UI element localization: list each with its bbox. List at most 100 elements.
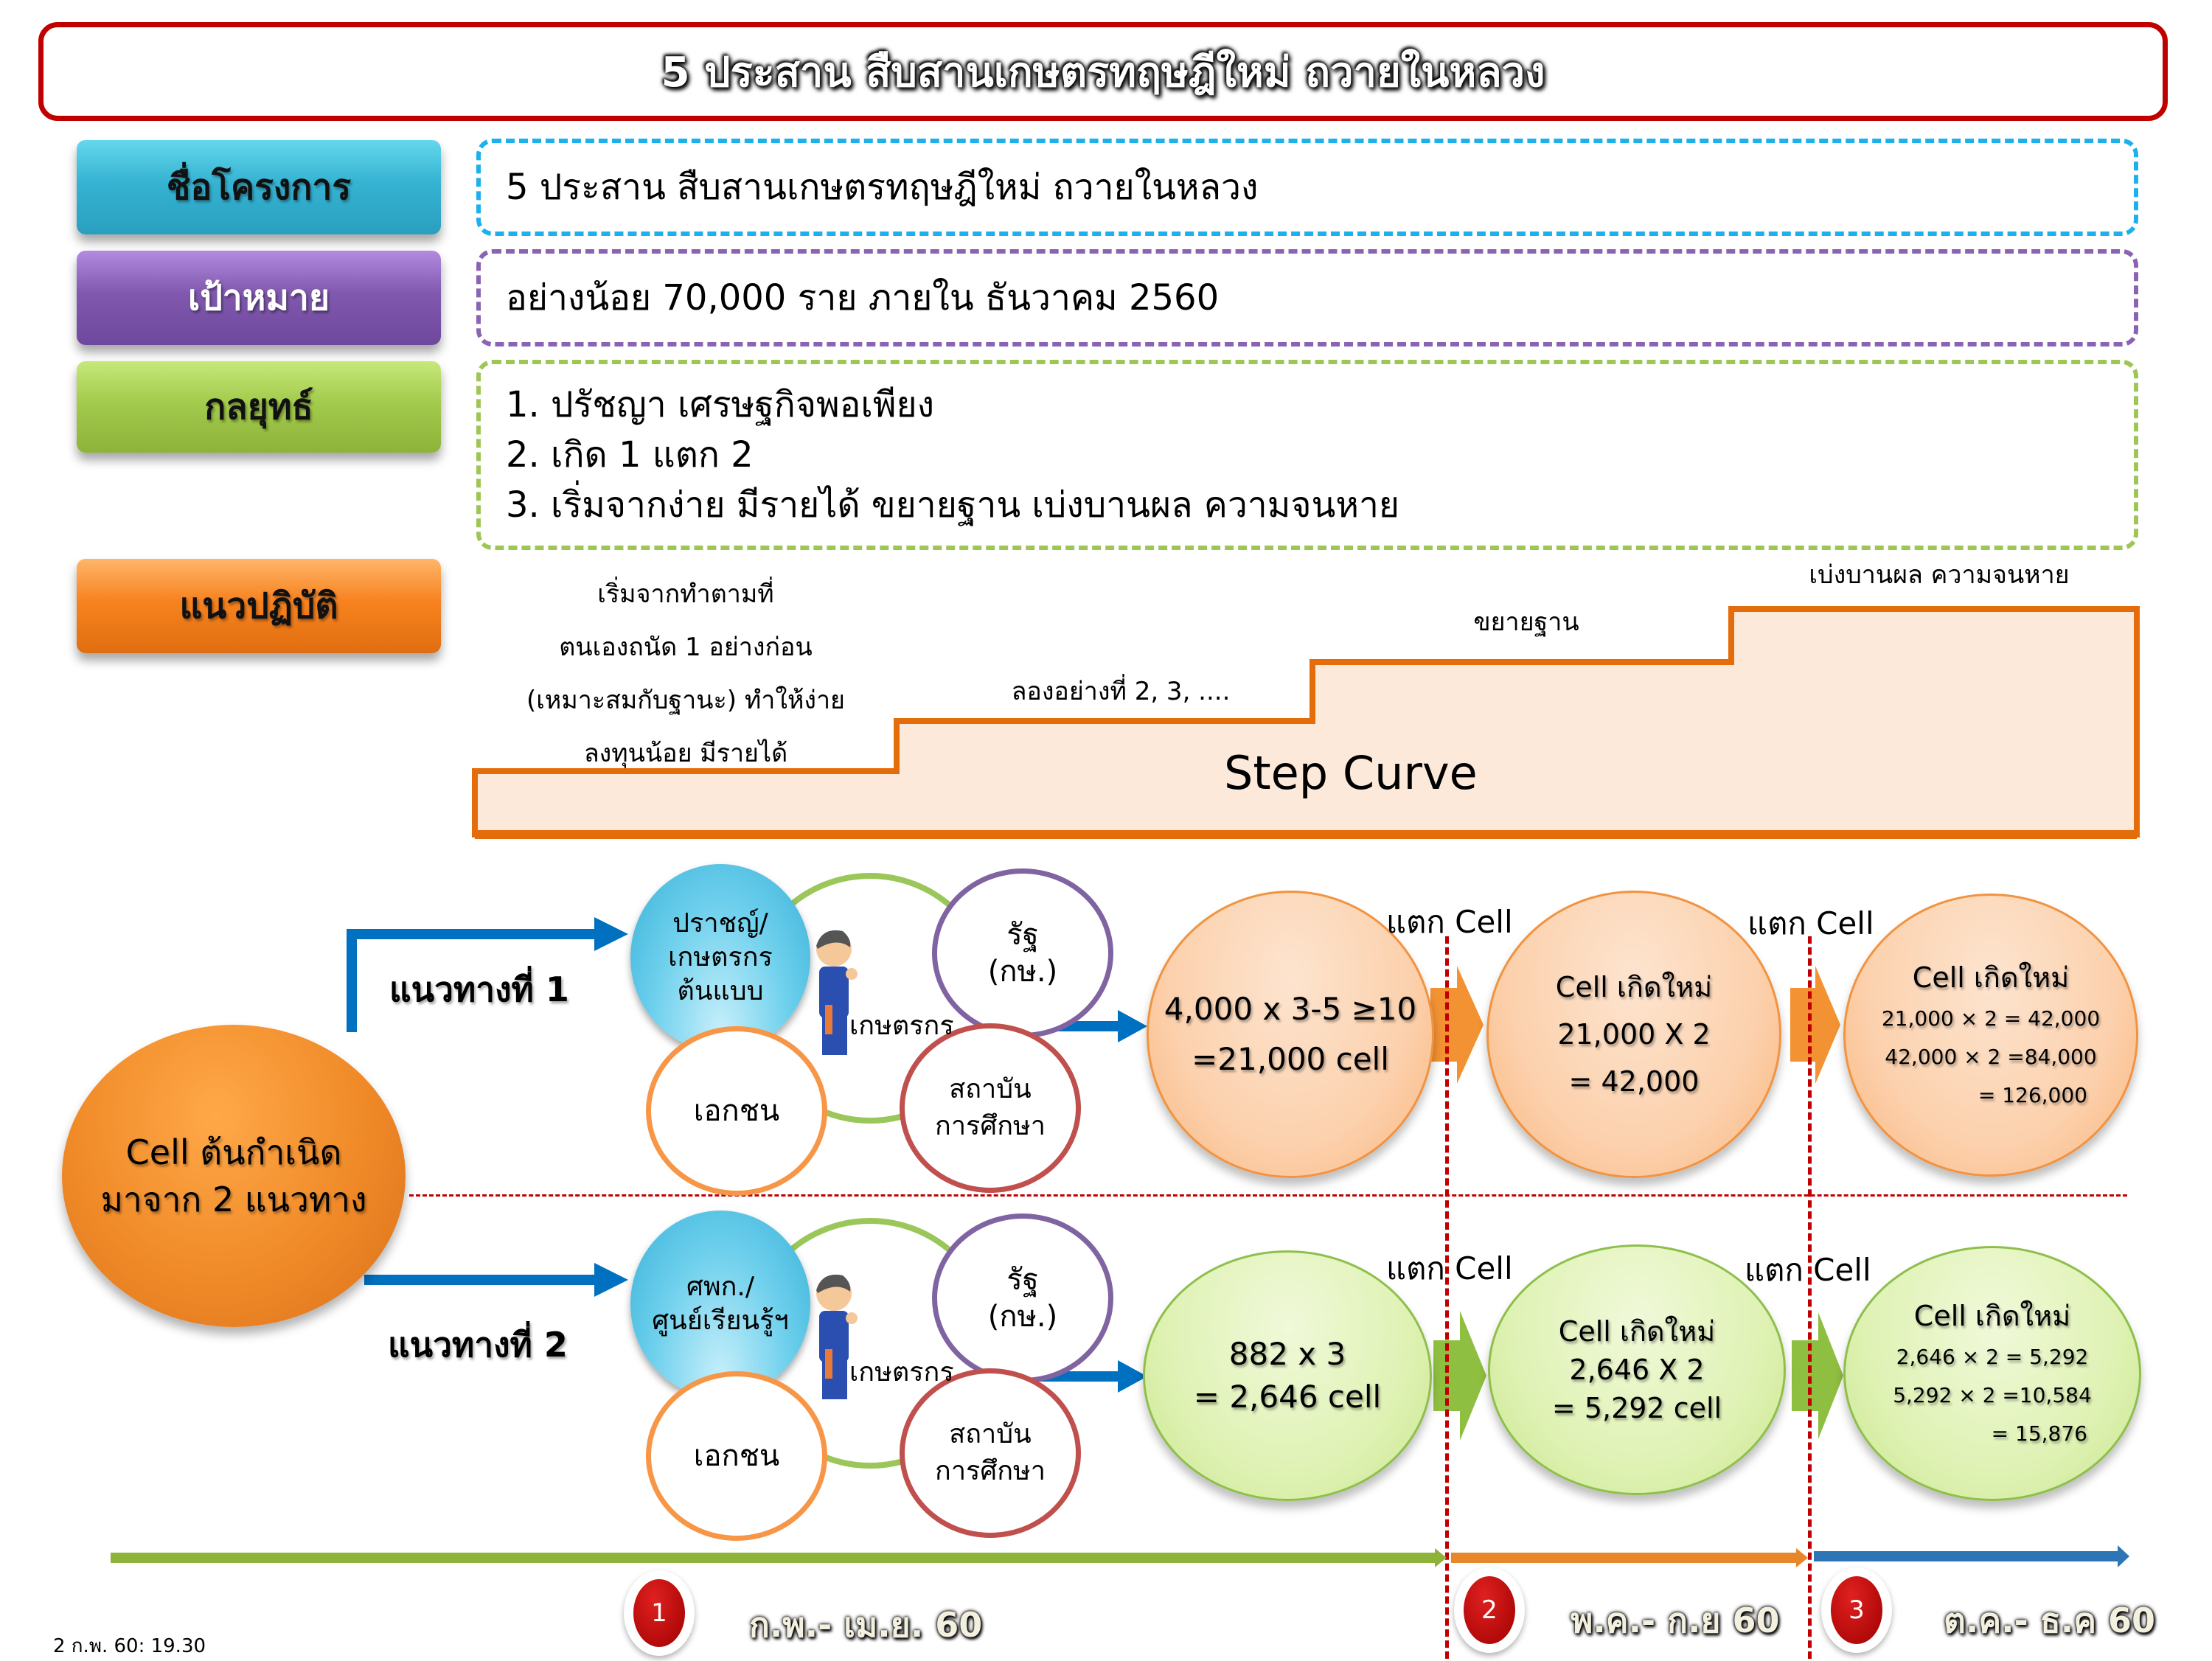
origin-line: มาจาก 2 แนวทาง [100,1180,367,1219]
node-line: (กษ.) [987,955,1058,989]
farmer-icon [816,930,858,1055]
hub-line: ปราชญ์/ [672,908,768,939]
label-text: เป้าหมาย [187,277,330,318]
step-line: เริ่มจากทำตามที่ [597,579,774,609]
farmer-label: เกษตรกร [849,1357,954,1387]
timeline-segment-3 [1814,1551,2121,1561]
partner-private: เอกชน [646,1026,827,1196]
partner-education: สถาบัน การศึกษา [900,1023,1081,1193]
node-line: รัฐ [1006,918,1039,952]
path-1-result-3: Cell เกิดใหม่ 21,000 × 2 = 42,000 42,000… [1843,894,2138,1177]
node-line: รัฐ [1006,1263,1039,1297]
project-name-box: 5 ประสาน สืบสานเกษตรทฤษฎีใหม่ ถวายในหลวง [476,139,2138,236]
path-2-result-1: 882 x 3 = 2,646 cell [1143,1250,1432,1501]
node-line: สถาบัน [949,1419,1032,1449]
split-label: แตก Cell [1747,905,1874,941]
partner-education: สถาบัน การศึกษา [900,1368,1081,1538]
path-2-result-3: Cell เกิดใหม่ 2,646 × 2 = 5,292 5,292 × … [1843,1246,2141,1501]
label-text: แนวปฏิบัติ [179,585,338,627]
partner-private: เอกชน [646,1371,827,1541]
phase-number: 2 [1464,1576,1515,1644]
label-target: เป้าหมาย [77,251,441,345]
result-line: Cell เกิดใหม่ [1558,1315,1716,1348]
result-line: 4,000 x 3-5 ≥10 [1164,991,1417,1027]
result-line: 21,000 X 2 [1557,1018,1711,1051]
result-line: = 15,876 [1991,1421,2087,1446]
arrow-head [1118,1010,1147,1042]
path-2-label: แนวทางที่ 2 [388,1325,568,1365]
label-project-name: ชื่อโครงการ [77,140,441,234]
hub-line: ศูนย์เรียนรู้ฯ [652,1306,789,1336]
timeline-segment-1 [111,1553,1438,1563]
step-curve-shape [472,606,2140,839]
result-title: Cell เกิดใหม่ [1913,1300,2071,1332]
node-line: (กษ.) [987,1300,1058,1334]
phase-number: 1 [633,1579,685,1647]
arrow-head [594,917,628,951]
node-line: เอกชน [693,1094,780,1128]
phase-1-period: ก.พ.- เม.ย. 60 [749,1605,983,1645]
result-line: = 42,000 [1568,1065,1700,1098]
farmer-icon [816,1274,858,1399]
timeline-segment-2 [1451,1553,1798,1563]
split-label: แตก Cell [1386,904,1513,940]
target-box: อย่างน้อย 70,000 ราย ภายใน ธันวาคม 2560 [476,249,2138,347]
hub-line: ศพก./ [686,1272,754,1302]
phase-3-period: ต.ค.- ธ.ค 60 [1944,1601,2156,1640]
strategy-item: 1. ปรัชญา เศรษฐกิจพอเพียง [506,384,935,425]
phase-divider-2 [1808,936,1812,1659]
label-practice: แนวปฏิบัติ [77,559,441,653]
hub-line: ต้นแบบ [677,976,764,1006]
result-line: = 2,646 cell [1193,1379,1382,1415]
result-line: =21,000 cell [1192,1041,1389,1077]
result-line: 21,000 × 2 = 42,000 [1881,1006,2101,1031]
result-line: 2,646 × 2 = 5,292 [1896,1345,2089,1369]
strategy-box: 1. ปรัชญา เศรษฐกิจพอเพียง 2. เกิด 1 แตก … [476,360,2138,550]
path-1-result-2: Cell เกิดใหม่ 21,000 X 2 = 42,000 [1486,891,1781,1178]
title-banner: 5 ประสาน สืบสานเกษตรทฤษฎีใหม่ ถวายในหลวง [38,22,2168,121]
result-line: 882 x 3 [1228,1336,1346,1372]
target-value: อย่างน้อย 70,000 ราย ภายใน ธันวาคม 2560 [506,277,1220,318]
strategy-item: 3. เริ่มจากง่าย มีรายได้ ขยายฐาน เบ่งบาน… [506,484,1400,526]
path-divider-line [409,1194,2127,1197]
node-line: การศึกษา [935,1456,1046,1486]
step-line: (เหมาะสมกับฐานะ) ทำให้ง่าย [526,686,845,715]
phase-3-badge: 3 [1821,1567,1892,1653]
path-1-hub: ปราชญ์/ เกษตรกร ต้นแบบ [630,864,810,1051]
partner-state: รัฐ (กษ.) [932,1213,1113,1383]
page-title: 5 ประสาน สืบสานเกษตรทฤษฎีใหม่ ถวายในหลวง [661,48,1545,97]
step-4-text: เบ่งบานผล ความจนหาย [1809,560,2070,590]
result-line: 2,646 X 2 [1569,1354,1705,1386]
phase-1-badge: 1 [624,1570,695,1656]
split-label: แตก Cell [1386,1250,1513,1286]
arrow-head [1118,1360,1147,1393]
path-2-hub: ศพก./ ศูนย์เรียนรู้ฯ [630,1211,810,1398]
node-line: สถาบัน [949,1074,1032,1104]
result-line: Cell เกิดใหม่ [1555,971,1713,1003]
label-strategy: กลยุทธ์ [77,361,441,453]
label-text: กลยุทธ์ [204,386,313,428]
step-line: ตนเองถนัด 1 อย่างก่อน [559,633,813,662]
timeline-arrows [111,1545,2129,1567]
path-1-label: แนวทางที่ 1 [389,969,569,1009]
node-line: การศึกษา [935,1111,1046,1141]
farmer-label: เกษตรกร [849,1011,954,1041]
label-text: ชื่อโครงการ [166,167,352,208]
origin-line: Cell ต้นกำเนิด [125,1132,342,1172]
hub-line: เกษตรกร [668,942,773,972]
partner-state: รัฐ (กษ.) [932,868,1113,1038]
timestamp-note: 2 ก.พ. 60: 19.30 [53,1635,206,1657]
split-label: แตก Cell [1745,1252,1871,1288]
result-line: 42,000 × 2 =84,000 [1885,1045,2097,1069]
arrow-head [594,1263,628,1297]
result-title: Cell เกิดใหม่ [1912,961,2070,994]
phase-2-period: พ.ค.- ก.ย 60 [1571,1601,1780,1640]
node-line: เอกชน [693,1439,780,1473]
phase-number: 3 [1831,1576,1882,1644]
path-2-result-2: Cell เกิดใหม่ 2,646 X 2 = 5,292 cell [1488,1244,1786,1495]
step-curve-title: Step Curve [1224,746,1478,800]
path-1-result-1: 4,000 x 3-5 ≥10 =21,000 cell [1147,891,1434,1178]
step-1-text: เริ่มจากทำตามที่ ตนเองถนัด 1 อย่างก่อน (… [501,568,870,780]
result-line: = 126,000 [1978,1083,2087,1107]
project-name-value: 5 ประสาน สืบสานเกษตรทฤษฎีใหม่ ถวายในหลวง [506,167,1259,208]
